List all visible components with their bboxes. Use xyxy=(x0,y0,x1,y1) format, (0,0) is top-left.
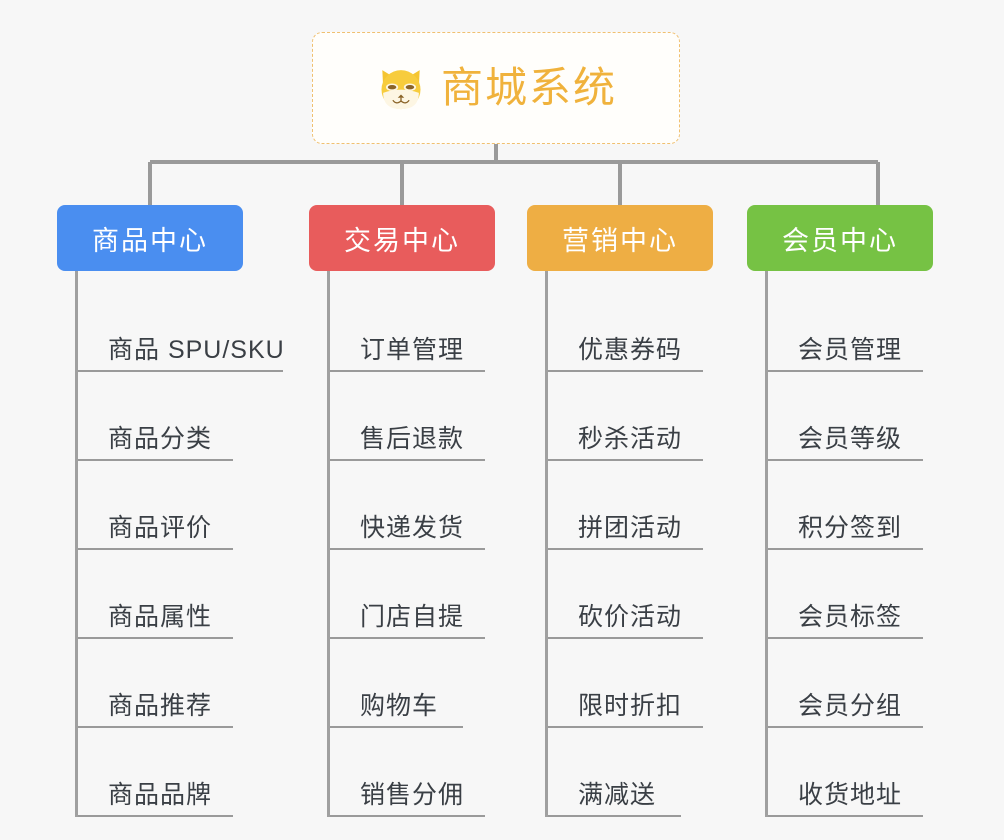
branch-商品中心: 商品中心 商品 SPU/SKU 商品分类 商品评价 商品属性 商品推荐 xyxy=(57,205,285,817)
leaf-label: 商品属性 xyxy=(108,602,213,631)
leaf-underline xyxy=(78,548,233,550)
list-item[interactable]: 会员管理 xyxy=(768,283,933,372)
leaf-label: 购物车 xyxy=(360,691,439,720)
list-item[interactable]: 限时折扣 xyxy=(548,639,713,728)
leaf-underline xyxy=(768,815,923,817)
branch-header-3[interactable]: 会员中心 xyxy=(747,205,933,271)
leaf-label: 商品分类 xyxy=(108,424,213,453)
leaf-label: 会员标签 xyxy=(798,602,903,631)
list-item[interactable]: 商品 SPU/SKU xyxy=(78,283,285,372)
list-item[interactable]: 拼团活动 xyxy=(548,461,713,550)
list-item[interactable]: 积分签到 xyxy=(768,461,933,550)
branch-会员中心: 会员中心 会员管理 会员等级 积分签到 会员标签 会员分组 xyxy=(747,205,933,817)
leaf-underline xyxy=(78,815,233,817)
leaf-label: 商品评价 xyxy=(108,513,213,542)
branch-header-0[interactable]: 商品中心 xyxy=(57,205,243,271)
list-item[interactable]: 订单管理 xyxy=(330,283,495,372)
leaf-underline xyxy=(78,459,233,461)
leaf-underline xyxy=(548,726,703,728)
list-item[interactable]: 商品分类 xyxy=(78,372,285,461)
leaf-underline xyxy=(78,726,233,728)
list-item[interactable]: 会员分组 xyxy=(768,639,933,728)
leaf-underline xyxy=(548,815,681,817)
root-node[interactable]: 商城系统 xyxy=(312,32,680,144)
leaf-underline xyxy=(768,548,923,550)
leaf-label: 快递发货 xyxy=(360,513,465,542)
leaf-list-3: 会员管理 会员等级 积分签到 会员标签 会员分组 收货地址 xyxy=(765,271,933,817)
leaf-underline xyxy=(78,637,233,639)
branch-交易中心: 交易中心 订单管理 售后退款 快递发货 门店自提 购物车 xyxy=(309,205,495,817)
leaf-label: 砍价活动 xyxy=(578,602,683,631)
leaf-underline xyxy=(768,637,923,639)
list-item[interactable]: 销售分佣 xyxy=(330,728,495,817)
leaf-label: 商品品牌 xyxy=(108,780,213,809)
list-item[interactable]: 秒杀活动 xyxy=(548,372,713,461)
list-item[interactable]: 收货地址 xyxy=(768,728,933,817)
leaf-label: 满减送 xyxy=(578,780,657,809)
leaf-underline xyxy=(768,370,923,372)
list-item[interactable]: 商品属性 xyxy=(78,550,285,639)
list-item[interactable]: 满减送 xyxy=(548,728,713,817)
leaf-underline xyxy=(330,370,485,372)
list-item[interactable]: 商品推荐 xyxy=(78,639,285,728)
leaf-underline xyxy=(548,370,703,372)
leaf-underline xyxy=(330,637,485,639)
list-item[interactable]: 砍价活动 xyxy=(548,550,713,639)
leaf-label: 秒杀活动 xyxy=(578,424,683,453)
leaf-label: 售后退款 xyxy=(360,424,465,453)
leaf-list-0: 商品 SPU/SKU 商品分类 商品评价 商品属性 商品推荐 商品品牌 xyxy=(75,271,285,817)
list-item[interactable]: 商品品牌 xyxy=(78,728,285,817)
leaf-underline xyxy=(548,548,703,550)
leaf-label: 会员管理 xyxy=(798,335,903,364)
leaf-underline xyxy=(768,459,923,461)
list-item[interactable]: 会员等级 xyxy=(768,372,933,461)
leaf-underline xyxy=(78,370,283,372)
root-title: 商城系统 xyxy=(440,64,617,111)
shiba-dog-face-icon xyxy=(381,70,421,110)
leaf-underline xyxy=(548,459,703,461)
leaf-label: 拼团活动 xyxy=(578,513,683,542)
leaf-label: 门店自提 xyxy=(360,602,465,631)
list-item[interactable]: 售后退款 xyxy=(330,372,495,461)
list-item[interactable]: 门店自提 xyxy=(330,550,495,639)
list-item[interactable]: 商品评价 xyxy=(78,461,285,550)
leaf-label: 会员等级 xyxy=(798,424,903,453)
leaf-label: 会员分组 xyxy=(798,691,903,720)
leaf-list-1: 订单管理 售后退款 快递发货 门店自提 购物车 销售分佣 xyxy=(327,271,495,817)
list-item[interactable]: 购物车 xyxy=(330,639,495,728)
branch-header-1[interactable]: 交易中心 xyxy=(309,205,495,271)
leaf-label: 商品 SPU/SKU xyxy=(108,335,285,364)
leaf-label: 收货地址 xyxy=(798,780,903,809)
leaf-underline xyxy=(330,815,485,817)
leaf-label: 订单管理 xyxy=(360,335,465,364)
leaf-label: 积分签到 xyxy=(798,513,903,542)
list-item[interactable]: 快递发货 xyxy=(330,461,495,550)
leaf-list-2: 优惠券码 秒杀活动 拼团活动 砍价活动 限时折扣 满减送 xyxy=(545,271,713,817)
branch-营销中心: 营销中心 优惠券码 秒杀活动 拼团活动 砍价活动 限时折扣 xyxy=(527,205,713,817)
leaf-underline xyxy=(548,637,703,639)
list-item[interactable]: 优惠券码 xyxy=(548,283,713,372)
leaf-label: 优惠券码 xyxy=(578,335,683,364)
leaf-underline xyxy=(768,726,923,728)
leaf-underline xyxy=(330,726,463,728)
leaf-label: 销售分佣 xyxy=(360,780,465,809)
leaf-label: 限时折扣 xyxy=(578,691,683,720)
leaf-underline xyxy=(330,459,485,461)
leaf-label: 商品推荐 xyxy=(108,691,213,720)
list-item[interactable]: 会员标签 xyxy=(768,550,933,639)
branch-header-2[interactable]: 营销中心 xyxy=(527,205,713,271)
leaf-underline xyxy=(330,548,485,550)
